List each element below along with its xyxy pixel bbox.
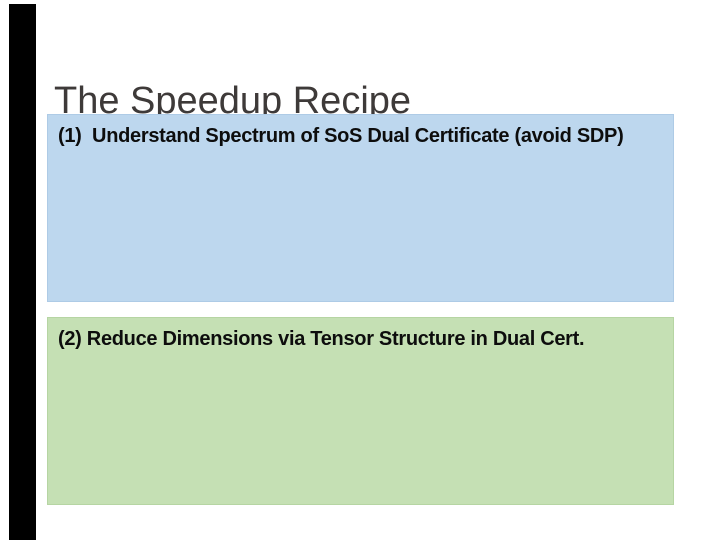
step-box-1: (1) Understand Spectrum of SoS Dual Cert… (47, 114, 674, 302)
step-2-label: (2) Reduce Dimensions via Tensor Structu… (58, 328, 585, 350)
black-sidebar-strip (9, 4, 36, 540)
step-1-label: (1) Understand Spectrum of SoS Dual Cert… (58, 125, 624, 147)
step-box-2: (2) Reduce Dimensions via Tensor Structu… (47, 317, 674, 505)
